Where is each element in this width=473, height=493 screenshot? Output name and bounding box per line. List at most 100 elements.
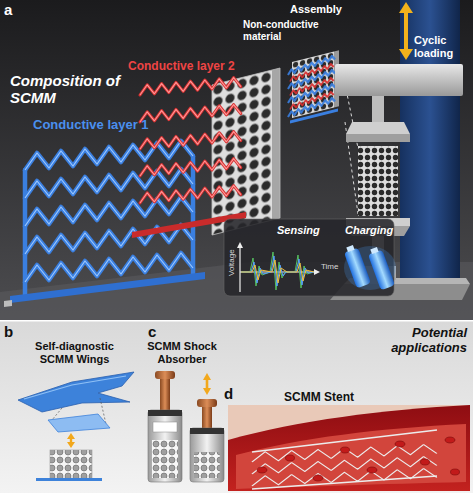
assembly-block: [290, 63, 334, 81]
testing-machine: [358, 146, 398, 216]
shock-absorber-illustration: [148, 410, 182, 416]
assembly-block: [288, 50, 339, 124]
stent-illustration: [252, 445, 437, 462]
wing-illustration: [18, 372, 134, 412]
shock-absorber-illustration: [153, 422, 177, 432]
panel-letter: d: [224, 385, 233, 402]
output-inset: VoltageTimeSensingCharging: [225, 222, 395, 294]
conductive-layer-blue: [25, 141, 193, 282]
stent-illustration: [252, 457, 437, 474]
shock-absorber-illustration: [194, 452, 220, 478]
stent-illustration: [252, 430, 437, 489]
shock-absorber-illustration: [190, 428, 224, 482]
testing-machine: [330, 0, 470, 300]
shock-absorber-illustration: [197, 399, 217, 407]
loading-label: Cyclic loading: [414, 34, 464, 59]
loading-arrow: [399, 49, 413, 60]
material-label: Non-conductive material: [243, 19, 325, 42]
stent-illustration: [228, 405, 470, 491]
shock-absorber-illustration: [148, 410, 182, 482]
stent-illustration: [228, 405, 470, 491]
inset-caption: Sensing: [277, 224, 320, 237]
conductive-layer-blue: [10, 272, 205, 303]
lattice-block: [212, 70, 272, 235]
wing-illustration: [36, 478, 102, 481]
loading-arrow: [399, 2, 413, 13]
panel-divider: [0, 320, 473, 322]
application-title: SCMM Shock Absorber: [140, 340, 224, 365]
output-inset-art: [344, 246, 396, 290]
panel-applications: bSelf-diagnostic SCMM WingscSCMM Shock A…: [0, 321, 473, 493]
output-inset-art: [368, 249, 395, 290]
layer-label: Conductive layer 1: [33, 118, 149, 133]
shock-absorber-illustration: [152, 440, 178, 478]
layer-label: Conductive layer 2: [128, 60, 235, 74]
conductive-layer-red: [140, 78, 241, 95]
stent-illustration: [286, 455, 295, 461]
output-inset-art: [367, 246, 395, 291]
conductive-layer-red: [140, 132, 241, 149]
loading-arrow: [399, 2, 413, 60]
panel-d: d SCMM Stent: [222, 383, 472, 491]
stent-illustration: [313, 475, 323, 481]
assembly-block: [290, 77, 334, 95]
output-inset-art: [314, 269, 320, 275]
panel-letter: b: [4, 323, 13, 340]
panel-ground: [0, 322, 473, 493]
conductive-layer-red: [140, 105, 241, 122]
wing-illustration: [24, 376, 126, 399]
lattice-block: [272, 68, 280, 220]
wing-illustration: [18, 372, 134, 481]
testing-machine: [335, 64, 463, 96]
conductive-layer-red: [140, 78, 241, 95]
output-inset-art: [241, 256, 314, 286]
stent-illustration: [367, 467, 377, 473]
shock-absorber-illustration: [148, 371, 224, 482]
output-inset-art: [241, 260, 314, 283]
output-inset-art: [343, 244, 371, 289]
panel-letter: c: [148, 323, 156, 340]
output-inset-art: [224, 219, 396, 296]
shock-absorber-illustration: [203, 373, 211, 380]
stent-illustration: [341, 447, 350, 453]
conductive-layer-red: [140, 186, 241, 203]
conductive-layer-blue: [4, 300, 12, 307]
shock-absorber-illustration: [203, 388, 211, 395]
stent-illustration: [257, 467, 267, 473]
axis-label: Time: [321, 262, 338, 271]
conductive-layer-blue: [25, 141, 193, 296]
output-inset-art: [240, 246, 316, 292]
conductive-layer-red: [140, 78, 241, 203]
lattice-block: [212, 68, 280, 235]
stent-illustration: [445, 437, 455, 443]
wing-illustration: [48, 414, 110, 432]
testing-machine: [346, 134, 410, 142]
lattice-block: [212, 68, 280, 235]
output-inset-art: [370, 247, 378, 254]
stent-illustration: [257, 437, 460, 481]
wing-illustration: [50, 450, 92, 478]
panel-heading: Composition of SCMM: [10, 72, 125, 107]
assembly-block: [290, 63, 334, 109]
shock-absorber-illustration: [155, 371, 175, 379]
stent-illustration: [228, 405, 470, 491]
conductive-layer-red: [140, 186, 241, 203]
leader-dashes: [345, 84, 358, 214]
assembly-block: [290, 109, 338, 124]
application-title: SCMM Stent: [284, 391, 354, 405]
conductive-layer-red: [140, 159, 241, 176]
conductive-layer-red: [140, 105, 241, 122]
panel-heading: Potential applications: [345, 326, 467, 356]
shock-absorber-illustration: [190, 428, 224, 434]
panel-letter: a: [4, 1, 12, 18]
panel-a: aComposition of SCMMVoltageTimeSensingCh…: [0, 0, 473, 320]
stent-illustration: [252, 430, 437, 489]
panel-ground: [0, 0, 473, 320]
output-inset-art: [241, 252, 314, 290]
loading-arrow: [404, 10, 408, 52]
testing-machine: [372, 96, 384, 122]
stent-illustration: [395, 441, 405, 447]
stent-illustration: [236, 424, 466, 489]
stent-illustration: [421, 459, 430, 465]
